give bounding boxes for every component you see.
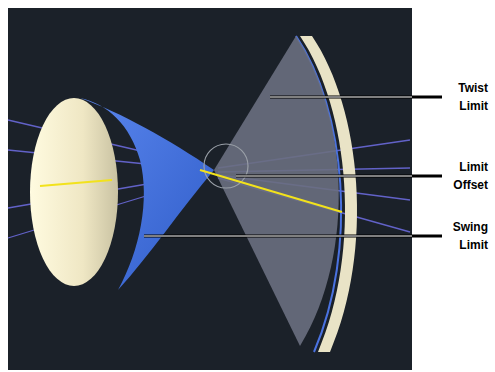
- leader-lines: [144, 97, 442, 236]
- viewport-background: [8, 8, 412, 370]
- callout-label: Swing Limit: [452, 218, 489, 254]
- callout-label: Limit Offset: [452, 158, 489, 194]
- callout-label: Twist Limit: [457, 79, 489, 115]
- twist-limit-fan: [214, 36, 339, 346]
- axis-inner: [40, 180, 112, 186]
- swing-cone-opening: [30, 98, 118, 286]
- swing-limit-cone: [80, 98, 214, 290]
